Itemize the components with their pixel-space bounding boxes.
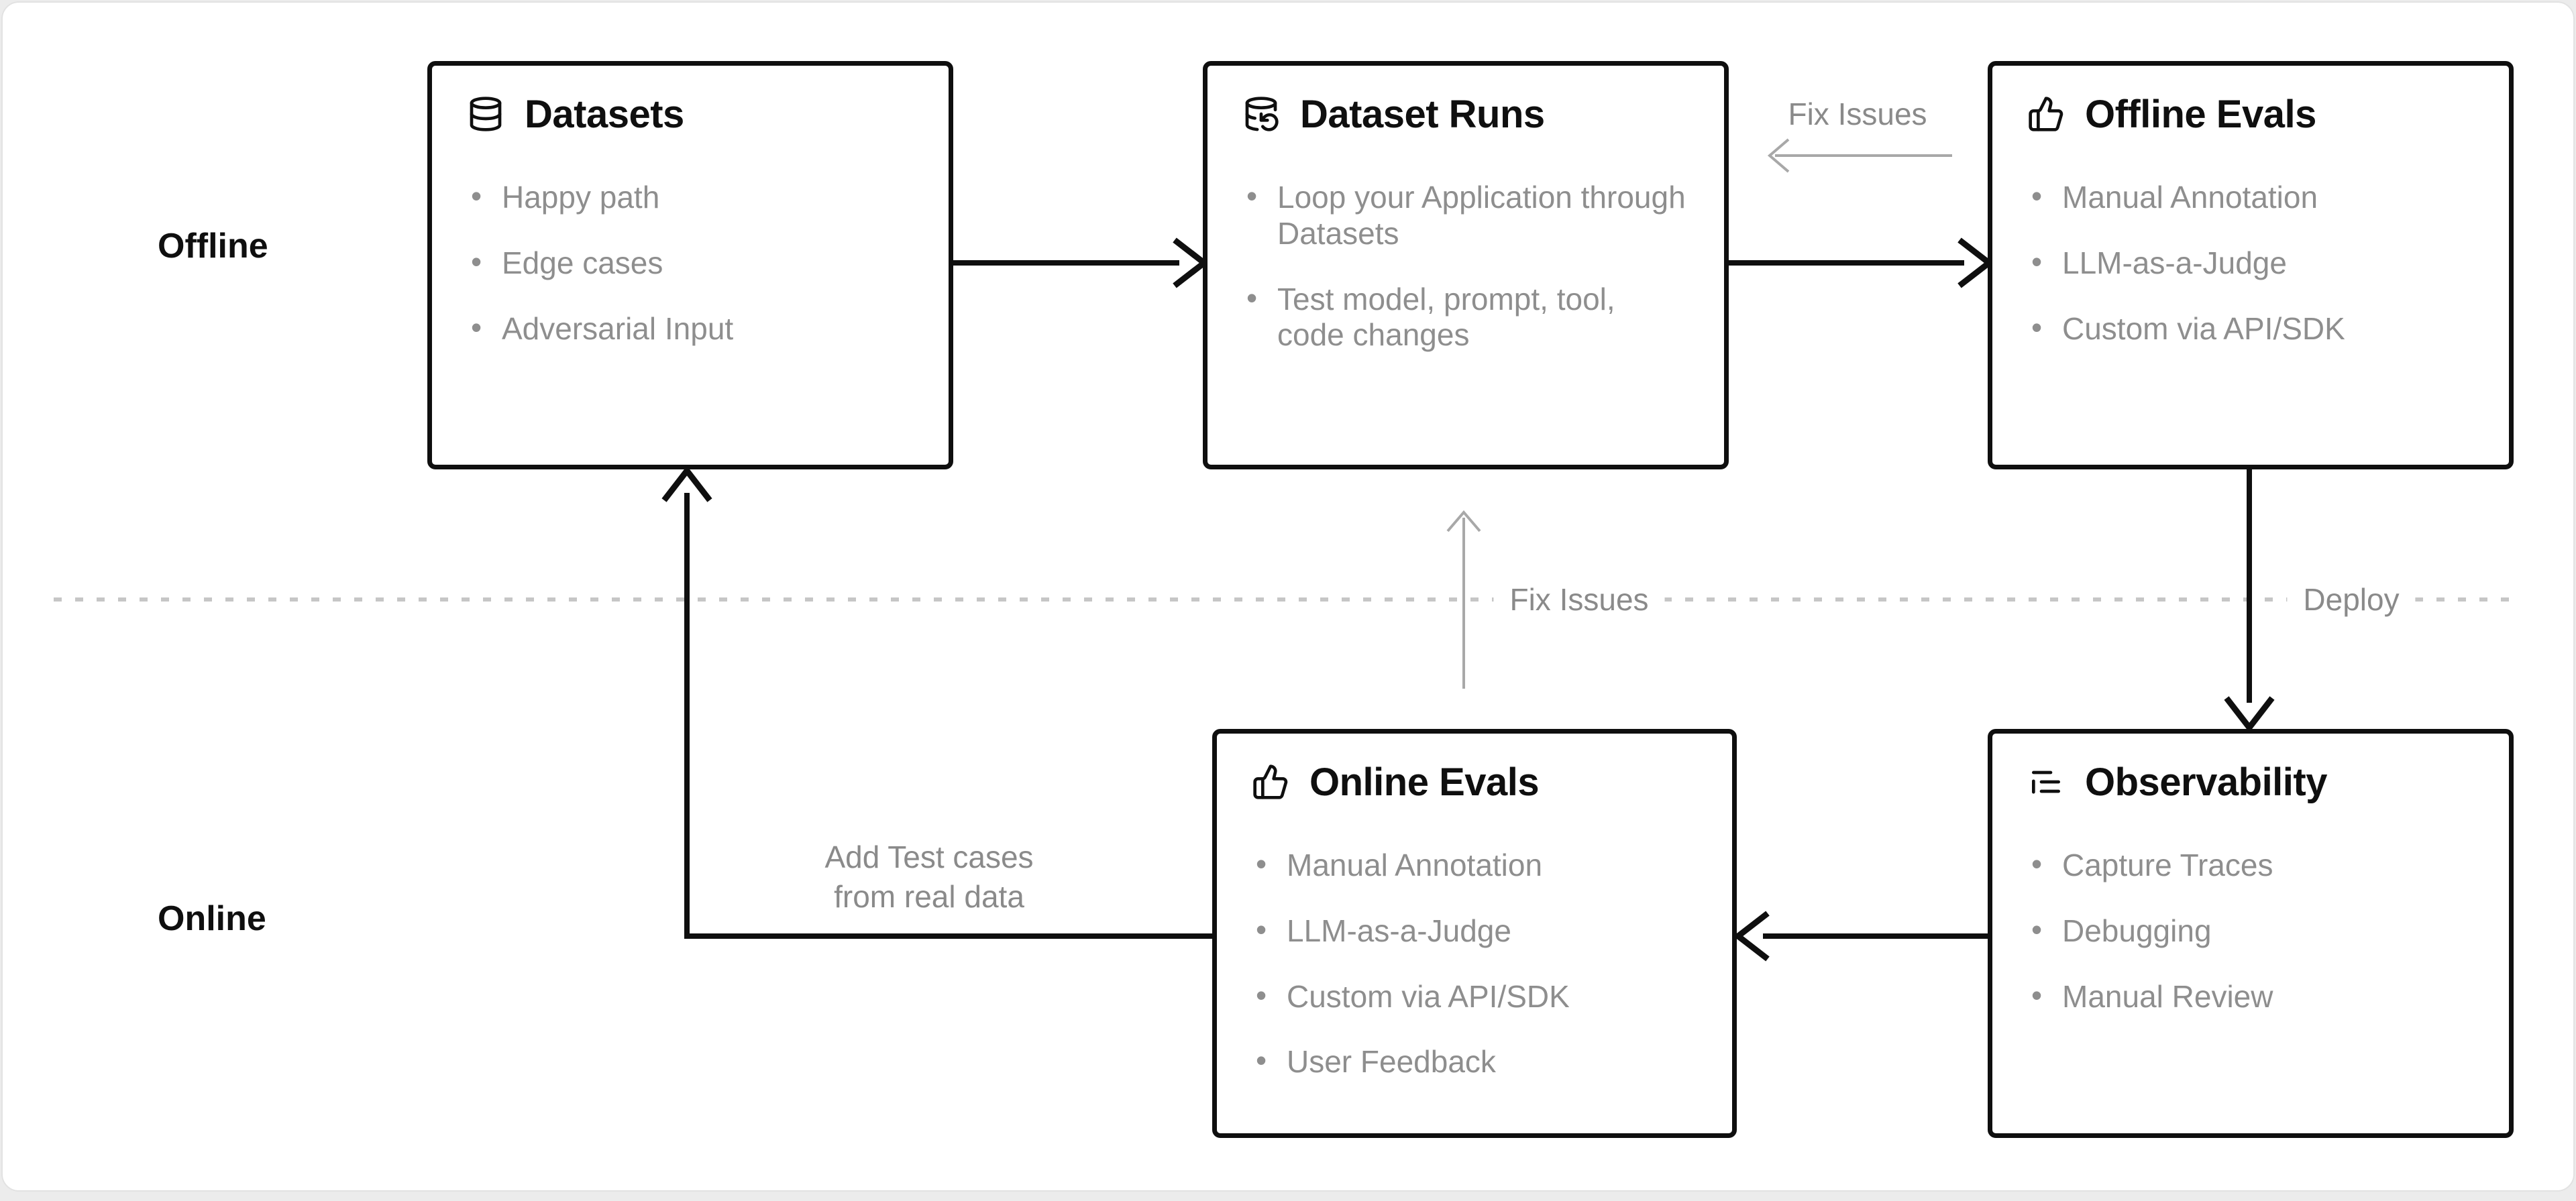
database-refresh-icon <box>1242 95 1280 133</box>
observability-header: Observability <box>2027 760 2482 804</box>
list-item: Edge cases <box>467 244 922 282</box>
arrow-observability-to-online-evals <box>1733 911 1988 962</box>
list-item: LLM-as-a-Judge <box>1252 912 1705 950</box>
online-evals-header: Online Evals <box>1252 760 1705 804</box>
arrow-online-evals-to-datasets <box>661 465 1212 939</box>
list-item: Test model, prompt, tool, code changes <box>1242 280 1697 354</box>
observability-items: Capture Traces Debugging Manual Review <box>2027 846 2482 1015</box>
arrow-fix-issues-middle <box>1446 510 1481 689</box>
arrow-deploy <box>2224 469 2275 733</box>
list-item: Loop your Application through Datasets <box>1242 178 1697 252</box>
dataset-runs-title: Dataset Runs <box>1300 92 1545 136</box>
datasets-title: Datasets <box>525 92 684 136</box>
datasets-header: Datasets <box>467 92 922 136</box>
fix-issues-top-label: Fix Issues <box>1788 97 1927 131</box>
arrow-dataset-runs-to-offline-evals <box>1729 237 1994 288</box>
list-item: Adversarial Input <box>467 310 922 347</box>
list-item: Debugging <box>2027 912 2482 950</box>
list-item: Manual Annotation <box>1252 846 1705 884</box>
lane-label-online: Online <box>158 899 266 938</box>
list-item: User Feedback <box>1252 1043 1705 1080</box>
observability-title: Observability <box>2085 760 2327 804</box>
observability-box: Observability Capture Traces Debugging M… <box>1988 729 2514 1138</box>
datasets-box: Datasets Happy path Edge cases Adversari… <box>427 61 953 469</box>
list-item: Manual Review <box>2027 978 2482 1015</box>
lane-label-offline: Offline <box>158 227 268 266</box>
deploy-label: Deploy <box>2287 579 2416 620</box>
arrow-datasets-to-dataset-runs <box>953 237 1210 288</box>
offline-evals-box: Offline Evals Manual Annotation LLM-as-a… <box>1988 61 2514 469</box>
dataset-runs-header: Dataset Runs <box>1242 92 1697 136</box>
arrow-fix-issues-top <box>1767 138 1952 173</box>
list-tree-icon <box>2027 763 2065 801</box>
list-item: Manual Annotation <box>2027 178 2482 216</box>
online-evals-title: Online Evals <box>1309 760 1540 804</box>
offline-evals-header: Offline Evals <box>2027 92 2482 136</box>
online-evals-items: Manual Annotation LLM-as-a-Judge Custom … <box>1252 846 1705 1080</box>
thumbs-up-icon <box>2027 95 2065 133</box>
database-icon <box>467 95 504 133</box>
fix-issues-middle-label: Fix Issues <box>1493 579 1665 620</box>
list-item: Custom via API/SDK <box>2027 310 2482 347</box>
list-item: Capture Traces <box>2027 846 2482 884</box>
add-test-cases-label: Add Test cases from real data <box>824 840 1034 914</box>
dataset-runs-box: Dataset Runs Loop your Application throu… <box>1203 61 1729 469</box>
offline-evals-title: Offline Evals <box>2085 92 2316 136</box>
online-evals-box: Online Evals Manual Annotation LLM-as-a-… <box>1212 729 1737 1138</box>
list-item: LLM-as-a-Judge <box>2027 244 2482 282</box>
offline-evals-items: Manual Annotation LLM-as-a-Judge Custom … <box>2027 178 2482 347</box>
thumbs-up-icon <box>1252 763 1289 801</box>
list-item: Custom via API/SDK <box>1252 978 1705 1015</box>
dataset-runs-items: Loop your Application through Datasets T… <box>1242 178 1697 354</box>
datasets-items: Happy path Edge cases Adversarial Input <box>467 178 922 347</box>
list-item: Happy path <box>467 178 922 216</box>
